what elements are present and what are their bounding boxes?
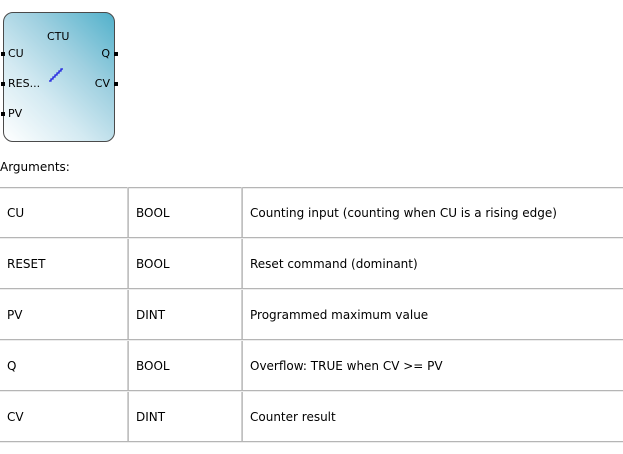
argument-type: BOOL [136, 256, 170, 271]
argument-description: Counter result [250, 409, 336, 424]
function-block-diagram: CTU CU RES... PV Q CV [0, 0, 623, 150]
table-row: CV DINT Counter result [0, 391, 623, 443]
argument-description: Reset command (dominant) [250, 256, 418, 271]
argument-description: Overflow: TRUE when CV >= PV [250, 358, 443, 373]
table-row: CU BOOL Counting input (counting when CU… [0, 187, 623, 239]
table-row: RESET BOOL Reset command (dominant) [0, 238, 623, 290]
argument-name: RESET [7, 256, 46, 271]
argument-name: CU [7, 205, 25, 220]
arguments-table: CU BOOL Counting input (counting when CU… [0, 187, 623, 443]
argument-type: DINT [136, 307, 166, 322]
ctu-function-block [3, 12, 115, 142]
output-pin-cv [114, 82, 118, 86]
table-border-top [0, 187, 623, 189]
arguments-heading: Arguments: [0, 160, 70, 174]
output-label-cv: CV [94, 77, 110, 90]
argument-name: PV [7, 307, 23, 322]
column-separator-2 [241, 187, 243, 442]
argument-type: BOOL [136, 358, 170, 373]
table-border-bottom [0, 441, 623, 443]
column-separator-1 [127, 187, 129, 442]
input-pin-reset [1, 82, 5, 86]
output-label-q: Q [101, 47, 110, 60]
argument-description: Programmed maximum value [250, 307, 429, 322]
input-label-cu: CU [8, 47, 24, 60]
table-row: Q BOOL Overflow: TRUE when CV >= PV [0, 340, 623, 392]
input-pin-cu [1, 52, 5, 56]
argument-description: Counting input (counting when CU is a ri… [250, 205, 557, 220]
counter-staircase-icon [49, 68, 63, 82]
block-title: CTU [47, 30, 70, 43]
argument-name: Q [7, 358, 17, 373]
row-divider [0, 288, 623, 290]
argument-name: CV [7, 409, 24, 424]
row-divider [0, 390, 623, 392]
input-pin-pv [1, 112, 5, 116]
input-label-reset: RES... [8, 77, 41, 90]
output-pin-q [114, 52, 118, 56]
table-row: PV DINT Programmed maximum value [0, 289, 623, 341]
row-divider [0, 237, 623, 239]
argument-type: DINT [136, 409, 166, 424]
row-divider [0, 339, 623, 341]
input-label-pv: PV [8, 107, 23, 120]
argument-type: BOOL [136, 205, 170, 220]
